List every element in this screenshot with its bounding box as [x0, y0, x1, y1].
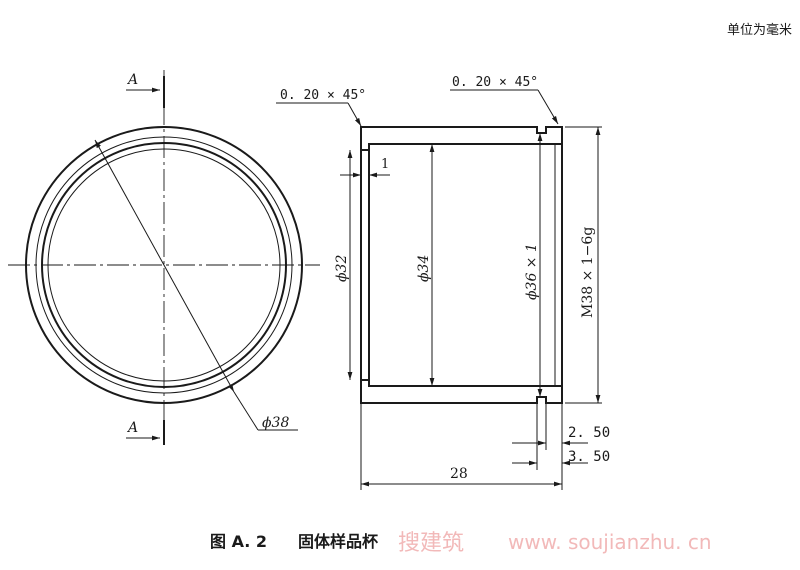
dia-38-leader: [233, 391, 259, 431]
dia-32-label: ϕ32: [334, 255, 350, 282]
section-label-top: A: [126, 72, 138, 88]
groove-250-label: 2. 50: [568, 425, 610, 441]
dia-38-label: ϕ38: [262, 415, 289, 431]
chamfer-left-label: 0. 20 × 45°: [280, 88, 366, 103]
chamfer-right-label: 0. 20 × 45°: [452, 75, 538, 90]
unit-note: 单位为毫米: [727, 22, 792, 38]
length-label: 28: [450, 466, 468, 482]
top-wall-section: [360, 126, 563, 151]
dia-34-label: ϕ34: [416, 255, 432, 282]
end-view: A A ϕ38: [8, 70, 320, 445]
figure-number: 图 A. 2: [210, 532, 267, 551]
section-label-bottom: A: [126, 420, 138, 436]
chamfer-right-leader: [537, 89, 559, 125]
watermark-cn: 搜建筑: [398, 531, 464, 556]
chamfer-left-leader: [347, 102, 362, 127]
watermark-url: www. soujianzhu. cn: [508, 530, 712, 554]
wall-step-label: 1: [381, 157, 389, 172]
dia-36-label: ϕ36 × 1: [524, 243, 540, 300]
thread-label: M38 × 1−6g: [580, 227, 596, 318]
figure-title: 固体样品杯: [298, 532, 379, 551]
dia-38-dimension-line: [94, 139, 235, 393]
bottom-wall-section: [360, 379, 563, 404]
section-view: 0. 20 × 45° 0. 20 × 45° 1 ϕ32 ϕ34 ϕ36 × …: [276, 75, 610, 490]
groove-350-label: 3. 50: [568, 449, 610, 465]
